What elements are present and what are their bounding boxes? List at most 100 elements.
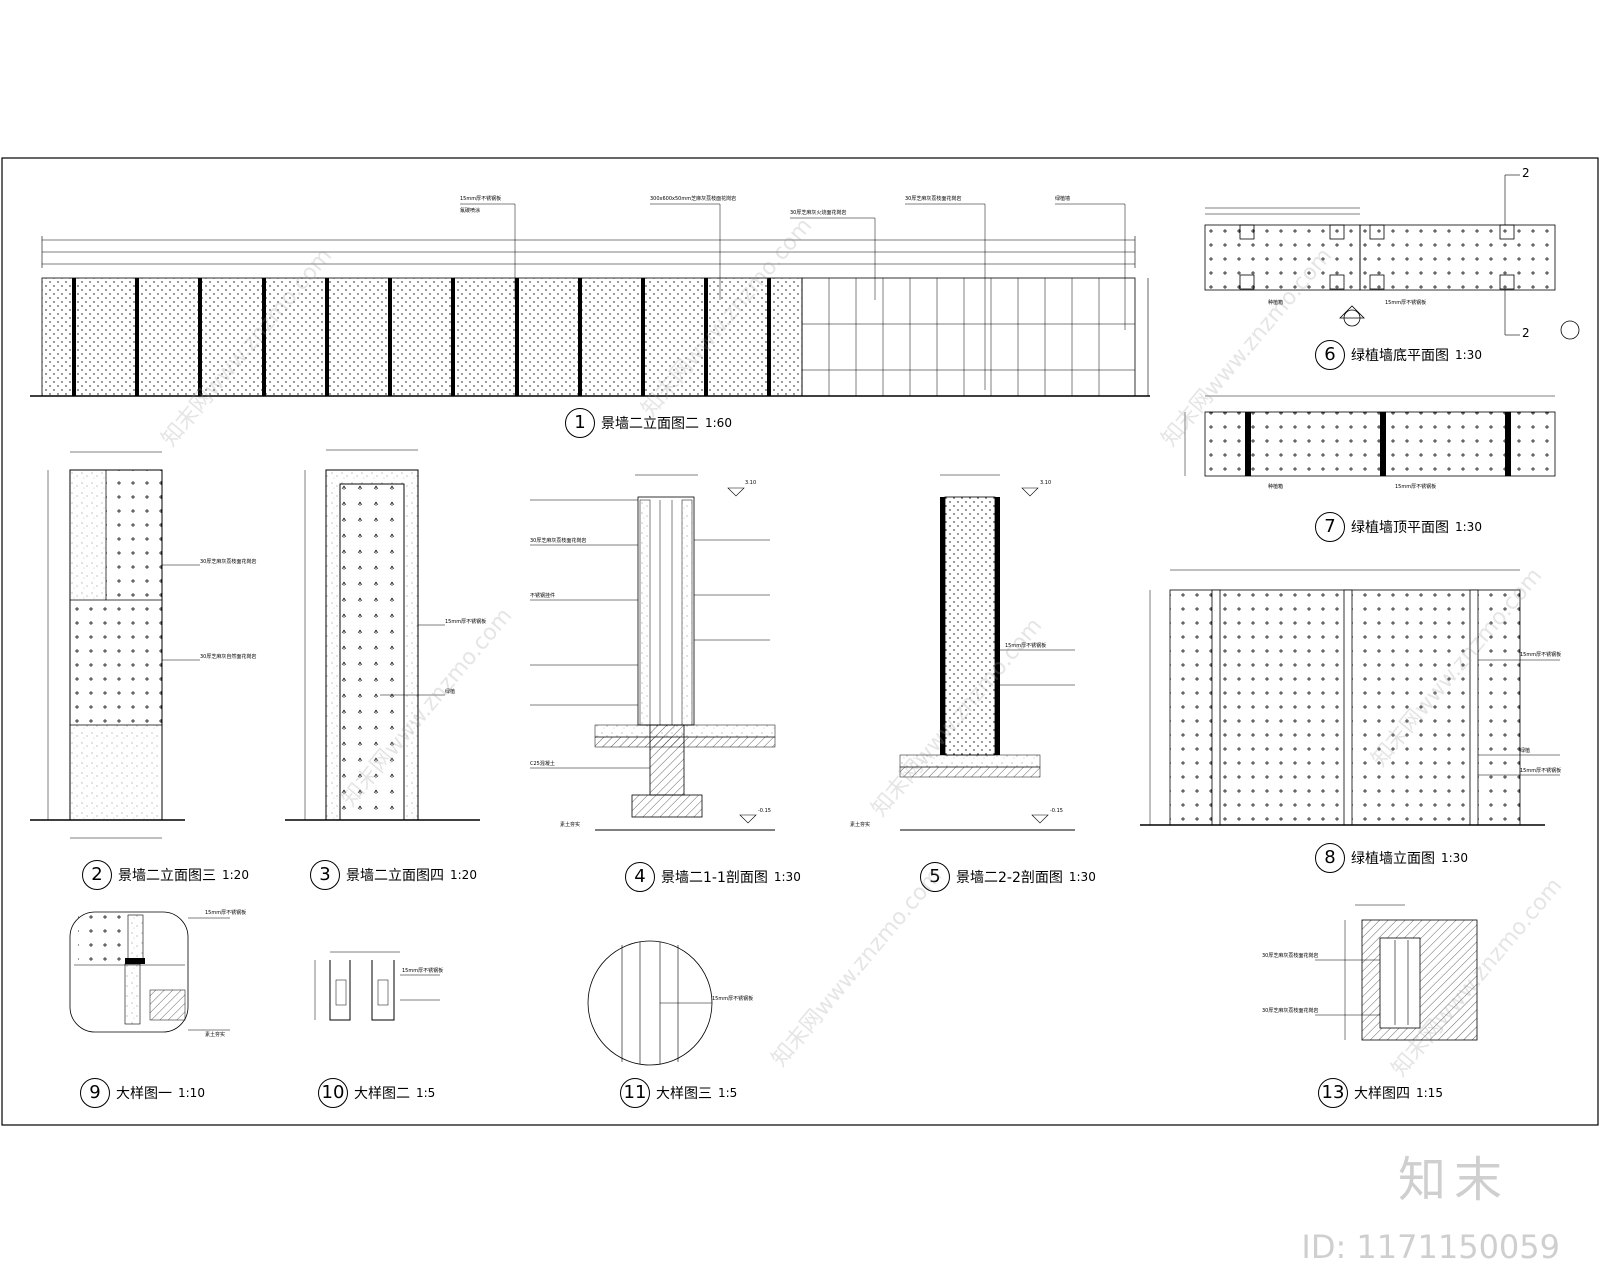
- title-text: 景墙二1-1剖面图: [661, 870, 768, 886]
- title-10: 10 大样图二 1:5: [318, 1078, 435, 1108]
- title-number: 10: [318, 1078, 348, 1108]
- title-scale: 1:5: [416, 1086, 436, 1100]
- detail-13: [1315, 904, 1478, 1041]
- title-number: 11: [620, 1078, 650, 1108]
- title-text: 大样图四: [1354, 1086, 1410, 1102]
- title-number: 4: [625, 862, 655, 892]
- title-number: 2: [82, 860, 112, 890]
- title-scale: 1:15: [1416, 1086, 1443, 1100]
- note-d9-b: 素土夯实: [205, 1032, 226, 1038]
- note-d13-b: 30厚芝麻灰荔枝面花岗岩: [1262, 1008, 1319, 1014]
- note-d2-a: 30厚芝麻灰荔枝面花岗岩: [200, 559, 257, 565]
- note-d9-a: 15mm厚不锈钢板: [205, 910, 247, 916]
- note-d11-a: 15mm厚不锈钢板: [712, 996, 754, 1002]
- title-number: 8: [1315, 843, 1345, 873]
- title-8: 8 绿植墙立面图 1:30: [1315, 843, 1468, 873]
- title-4: 4 景墙二1-1剖面图 1:30: [625, 862, 801, 892]
- note-elev1-f: 绿植墙: [1055, 196, 1071, 202]
- title-text: 大样图二: [354, 1086, 410, 1102]
- title-scale: 1:20: [450, 868, 477, 882]
- elevation-3: [285, 449, 480, 821]
- note-elev1-a: 15mm厚不锈钢板: [460, 196, 502, 202]
- title-scale: 1:30: [773, 870, 801, 884]
- title-scale: 1:60: [705, 416, 732, 430]
- note-d3-a: 15mm厚不锈钢板: [445, 619, 487, 625]
- level-top-s5: 3.10: [1040, 480, 1052, 486]
- level-top-s4: 3.10: [745, 480, 757, 486]
- elevation-1: [30, 203, 1150, 397]
- elevation-8: [1140, 569, 1560, 826]
- title-text: 绿植墙顶平面图: [1351, 520, 1449, 536]
- note-d13-a: 30厚芝麻灰荔枝面花岗岩: [1262, 953, 1319, 959]
- note-elev1-e: 30厚芝麻灰荔枝面花岗岩: [905, 196, 962, 202]
- title-11: 11 大样图三 1:5: [620, 1078, 737, 1108]
- detail-9: [69, 911, 230, 1033]
- title-number: 1: [565, 408, 595, 438]
- note-s5-b: 素土夯实: [850, 822, 871, 828]
- leaders: [460, 203, 1126, 390]
- title-number: 3: [310, 860, 340, 890]
- level-bottom-s5: -0.15: [1050, 808, 1063, 814]
- note-e8-a: 15mm厚不锈钢板: [1520, 652, 1562, 658]
- note-p6-b: 15mm厚不锈钢板: [1385, 300, 1427, 306]
- title-text: 景墙二2-2剖面图: [956, 870, 1063, 886]
- title-text: 绿植墙立面图: [1351, 851, 1435, 867]
- title-number: 7: [1315, 512, 1345, 542]
- section-mark-bottom: 2: [1522, 326, 1530, 340]
- title-number: 9: [80, 1078, 110, 1108]
- steel-posts: [72, 278, 771, 396]
- note-d10-a: 15mm厚不锈钢板: [402, 968, 444, 974]
- title-6: 6 绿植墙底平面图 1:30: [1315, 340, 1482, 370]
- note-s4-d: 素土夯实: [560, 822, 581, 828]
- title-scale: 1:10: [178, 1086, 205, 1100]
- plan-6: [1204, 174, 1580, 340]
- note-s4-b: 不锈钢挂件: [530, 593, 556, 599]
- note-p7-b: 15mm厚不锈钢板: [1395, 484, 1437, 490]
- note-e8-b: 绿植: [1520, 748, 1531, 754]
- note-e8-c: 15mm厚不锈钢板: [1520, 768, 1562, 774]
- note-d2-b: 30厚芝麻灰自然面花岗岩: [200, 654, 257, 660]
- title-7: 7 绿植墙顶平面图 1:30: [1315, 512, 1482, 542]
- section-2-2: [899, 474, 1075, 831]
- title-text: 大样图一: [116, 1086, 172, 1102]
- title-number: 6: [1315, 340, 1345, 370]
- note-d3-b: 绿植: [445, 689, 456, 695]
- title-scale: 1:30: [1441, 851, 1468, 865]
- title-13: 13 大样图四 1:15: [1318, 1078, 1443, 1108]
- note-s5-a: 15mm厚不锈钢板: [1005, 643, 1047, 649]
- detail-11: [587, 940, 713, 1066]
- title-text: 景墙二立面图二: [601, 416, 699, 432]
- note-elev1-b: 氟碳喷涂: [460, 208, 481, 214]
- title-2: 2 景墙二立面图三 1:20: [82, 860, 249, 890]
- title-scale: 1:30: [1455, 348, 1482, 362]
- plan-7: [1184, 395, 1556, 477]
- note-elev1-d: 30厚芝麻灰火烧面花岗岩: [790, 210, 847, 216]
- section-1-1: [530, 474, 776, 831]
- section-mark-top: 2: [1522, 166, 1530, 180]
- note-p7-a: 种植箱: [1268, 484, 1284, 490]
- title-1: 1 景墙二立面图二 1:60: [565, 408, 732, 438]
- sheet-border: [1, 157, 1599, 1126]
- note-p6-a: 种植箱: [1268, 300, 1284, 306]
- title-text: 景墙二立面图四: [346, 868, 444, 884]
- title-scale: 1:20: [222, 868, 249, 882]
- title-scale: 1:30: [1455, 520, 1482, 534]
- stone-joints: [802, 278, 1135, 396]
- title-scale: 1:5: [718, 1086, 738, 1100]
- title-text: 大样图三: [656, 1086, 712, 1102]
- image-id: ID: 1171150059: [1301, 1228, 1560, 1266]
- logo-text: 知末: [1397, 1152, 1510, 1208]
- level-bottom-s4: -0.15: [758, 808, 771, 814]
- title-number: 5: [920, 862, 950, 892]
- title-text: 景墙二立面图三: [118, 868, 216, 884]
- detail-10: [314, 951, 440, 1021]
- note-s4-a: 30厚芝麻灰荔枝面花岗岩: [530, 538, 587, 544]
- note-elev1-c: 300x600x50mm芝麻灰荔枝面花岗岩: [650, 196, 737, 202]
- title-text: 绿植墙底平面图: [1351, 348, 1449, 364]
- title-number: 13: [1318, 1078, 1348, 1108]
- title-scale: 1:30: [1068, 870, 1096, 884]
- title-5: 5 景墙二2-2剖面图 1:30: [920, 862, 1096, 892]
- elevation-2: [30, 451, 200, 839]
- note-s4-c: C25混凝土: [530, 761, 555, 767]
